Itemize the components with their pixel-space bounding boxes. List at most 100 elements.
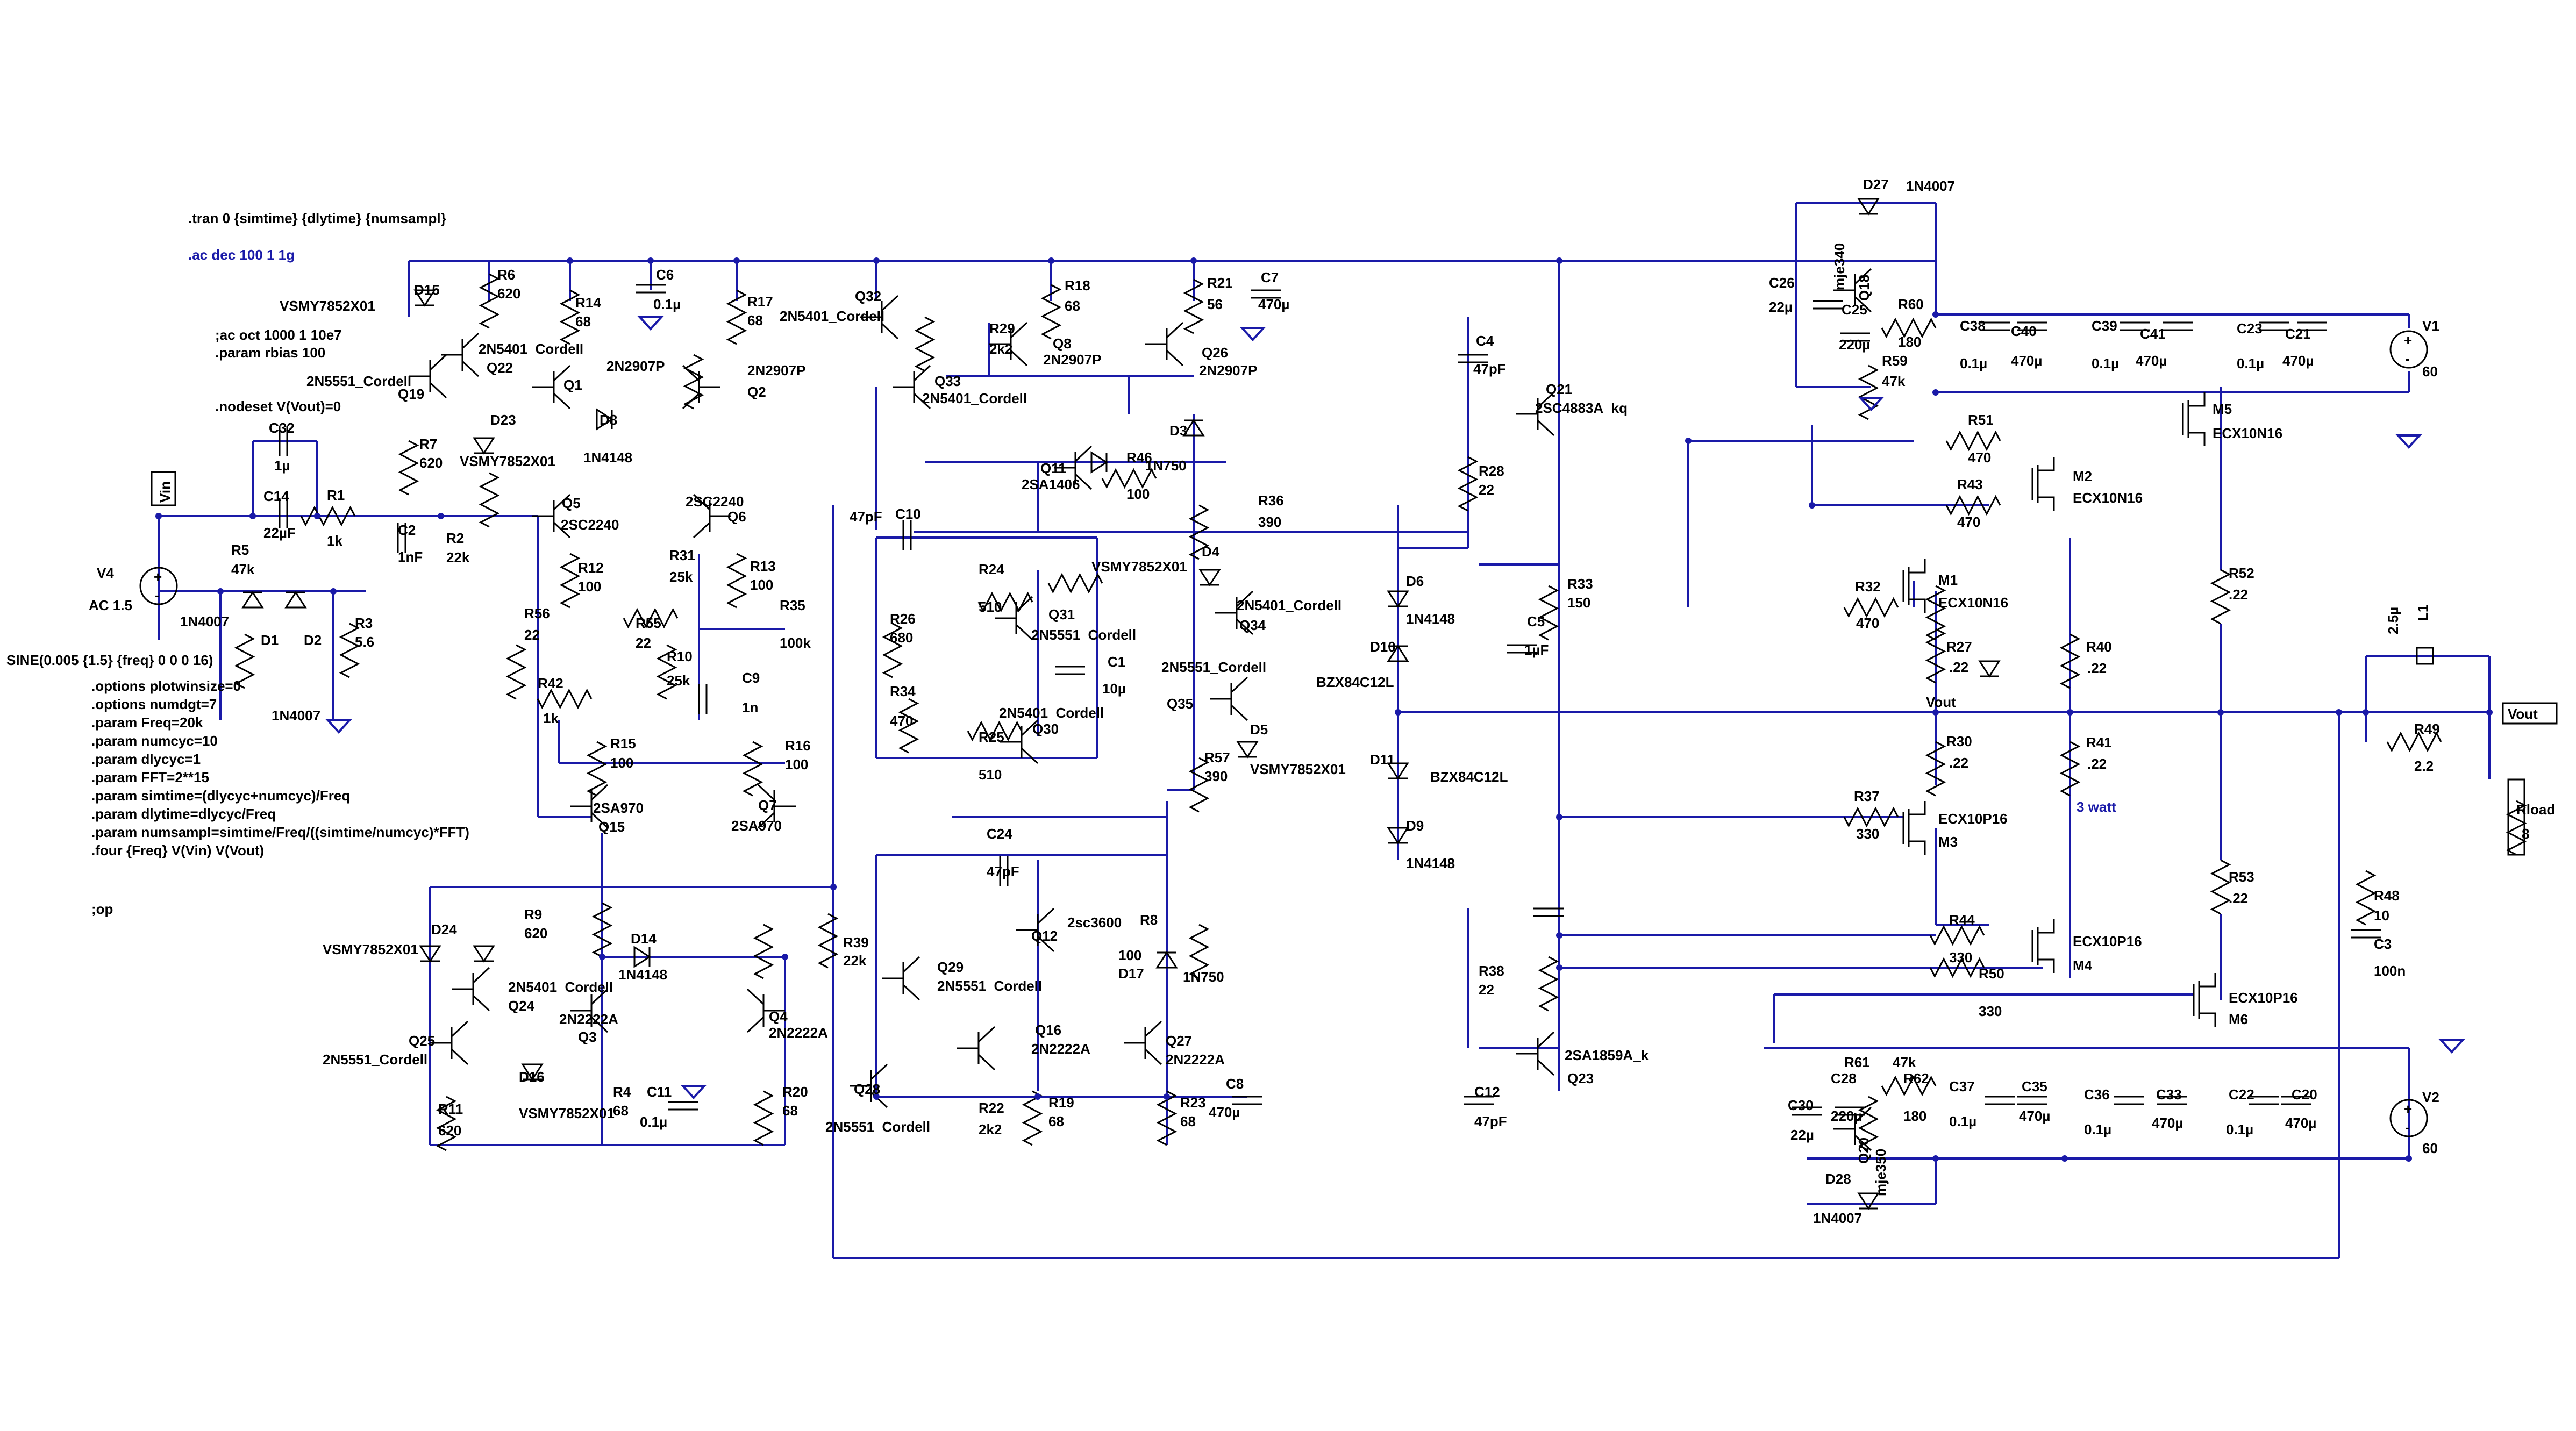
resistor-symbol — [2386, 731, 2442, 753]
label-m4m: ECX10P16 — [2073, 933, 2142, 949]
label-q16: Q16 — [1035, 1022, 1061, 1038]
label-c6v: 0.1µ — [653, 296, 681, 312]
label-c41v: 470µ — [2136, 353, 2167, 369]
label-c35v: 470µ — [2019, 1108, 2050, 1124]
label-r27v: .22 — [1949, 659, 1968, 675]
label-c35: C35 — [2022, 1078, 2047, 1094]
label-d10m: BZX84C12L — [1316, 674, 1394, 690]
label-q12m: 2sc3600 — [1067, 914, 1122, 931]
resistor-symbol — [2210, 569, 2231, 625]
power-note: 3 watt — [2077, 799, 2116, 815]
label-q19: Q19 — [398, 386, 424, 402]
transistor-collector — [757, 784, 775, 801]
transistor-collector — [1144, 1020, 1162, 1038]
label-q27m: 2N2222A — [1166, 1051, 1225, 1068]
mosfet-source — [2199, 1012, 2216, 1027]
label-c40: C40 — [2011, 323, 2037, 339]
label-r9v: 620 — [524, 925, 547, 941]
label-c37: C37 — [1949, 1078, 1975, 1094]
label-m5m: ECX10N16 — [2213, 425, 2282, 441]
label-q21: Q21 — [1546, 381, 1572, 397]
junction-dot — [1685, 438, 1692, 444]
wires — [158, 202, 2491, 1259]
label-r4: R4 — [613, 1084, 631, 1100]
label-q5m: 2SC2240 — [561, 517, 619, 533]
transistor-collector — [902, 956, 920, 973]
label-c9v: 1n — [742, 699, 758, 715]
junction-dot — [1556, 814, 1562, 820]
label-r31v: 25k — [669, 569, 693, 585]
mosfet-drain — [2199, 973, 2216, 988]
label-d10: D10 — [1370, 639, 1396, 655]
mosfet-drain — [1909, 559, 1926, 574]
label-q32m: 2N5401_Cordell — [780, 308, 884, 324]
transistor-emitter — [1010, 349, 1028, 367]
resistor-symbol — [1945, 430, 2001, 452]
junction-dot — [2406, 1155, 2412, 1162]
transistor-emitter — [913, 392, 931, 410]
label-r20v: 68 — [782, 1103, 798, 1119]
label-r28: R28 — [1479, 463, 1504, 479]
label-r2: R2 — [446, 530, 464, 546]
label-v4: V4 — [97, 565, 114, 581]
label-r23: R23 — [1180, 1094, 1206, 1111]
label-q2: Q2 — [747, 384, 766, 400]
label-c10: C10 — [895, 506, 921, 522]
label-m3m: ECX10P16 — [1938, 811, 2008, 827]
resistor-symbol — [1101, 468, 1157, 489]
junction-dot — [217, 588, 224, 595]
transistor-collector — [682, 364, 700, 382]
label-c37v: 0.1µ — [1949, 1113, 1976, 1129]
transistor-emitter — [461, 360, 480, 377]
resistor-symbol — [591, 902, 613, 958]
transistor-collector — [1074, 445, 1093, 462]
label-q26m: 2N2907P — [1199, 362, 1257, 378]
label-r21v: 56 — [1207, 296, 1223, 312]
resistor-symbol — [1925, 628, 1946, 684]
components: +-+-+- — [139, 198, 2527, 1210]
vout-node-label: Vout — [1926, 694, 1956, 710]
label-q11m: 2SA1406 — [1022, 476, 1080, 492]
label-m2: M2 — [2073, 468, 2092, 484]
label-d11m: BZX84C12L — [1430, 769, 1508, 785]
resistor-symbol — [2506, 800, 2527, 856]
label-r23v: 68 — [1180, 1113, 1196, 1129]
label-r33: R33 — [1567, 576, 1593, 592]
label-r61v: 47k — [1893, 1054, 1916, 1070]
inductor-l1 — [2416, 647, 2434, 665]
label-m2m: ECX10N16 — [2073, 490, 2143, 506]
junction-dot — [733, 257, 740, 264]
resistor-symbol — [1881, 1075, 1937, 1097]
label-q34m: 2N5401_Cordell — [1237, 597, 1341, 613]
label-r31: R31 — [669, 547, 695, 563]
resistor-symbol — [1538, 956, 1559, 1012]
junction-dot — [1164, 1093, 1170, 1100]
label-r18v: 68 — [1065, 298, 1080, 314]
label-d14: D14 — [631, 931, 657, 947]
label-r40v: .22 — [2087, 660, 2107, 676]
transistor-emitter — [1021, 747, 1039, 764]
label-r36: R36 — [1258, 492, 1284, 509]
transistor-emitter — [757, 812, 775, 829]
label-r42v: 1k — [543, 710, 559, 726]
ground-symbol — [680, 1085, 707, 1099]
label-q25: Q25 — [409, 1033, 435, 1049]
diode-symbol — [596, 408, 613, 431]
label-r50v: 330 — [1979, 1003, 2002, 1019]
junction-dot — [1556, 932, 1562, 939]
op-directive: ;op — [91, 901, 113, 917]
label-d27: D27 — [1863, 176, 1889, 192]
transistor-collector — [881, 295, 899, 312]
label-q19m: 2N5551_Cordell — [306, 373, 411, 389]
label-c28: C28 — [1831, 1070, 1857, 1086]
mosfet-source — [1909, 598, 1926, 613]
label-c4: C4 — [1476, 333, 1494, 349]
label-r41: R41 — [2086, 734, 2112, 750]
label-c22: C22 — [2229, 1086, 2254, 1103]
label-q33m: 2N5401_Cordell — [922, 390, 1027, 406]
transistor-emitter — [553, 521, 571, 539]
label-q29: Q29 — [937, 959, 964, 975]
label-m3: M3 — [1938, 834, 1958, 850]
label-r56v: 22 — [524, 627, 540, 643]
mosfet-drain — [2188, 392, 2206, 407]
